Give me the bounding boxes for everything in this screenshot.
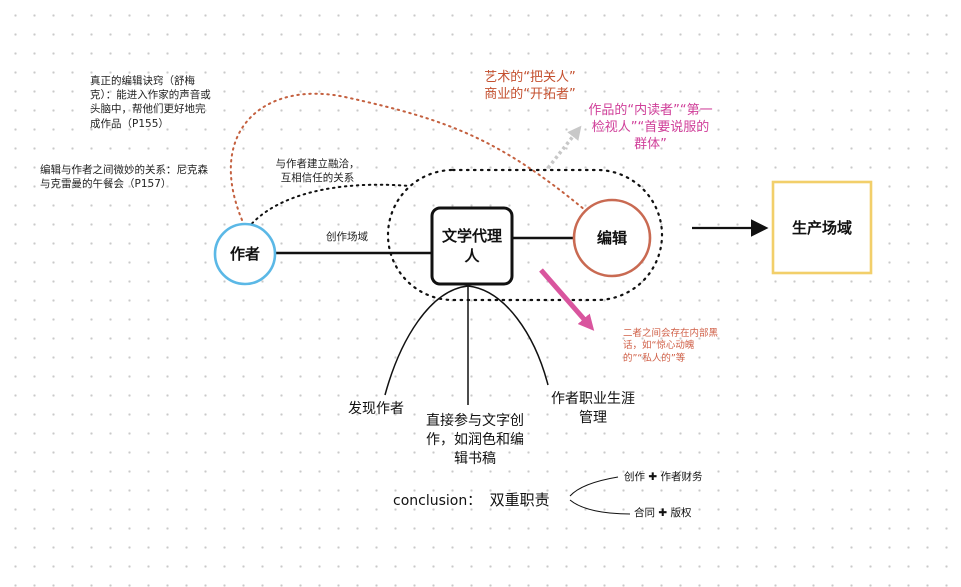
trust-relation-note: 与作者建立融洽，互相信任的关系 [275, 158, 360, 185]
role-discover: 发现作者 [348, 401, 404, 417]
gatekeeper-line2: 商业的“开拓者” [484, 86, 576, 102]
author-editor-dotted-curve [229, 92, 586, 221]
conclusion-brace-upper [569, 476, 619, 497]
creation-field-label: 创作场域 [326, 231, 368, 243]
conclusion-label: conclusion： [393, 493, 482, 509]
author-trust-dotted-curve [247, 183, 411, 229]
conclusion-item-2-b: 版权 [670, 507, 692, 519]
author-node-label: 作者 [229, 245, 260, 263]
author-node-circle [213, 222, 277, 286]
gatekeeper-line1: 艺术的“把关人” [484, 70, 576, 85]
inner-talk-note: 二者之间会存在内部黑话，如“惊心动魄的”“私人的”等 [623, 328, 719, 364]
edit-secret-note: 真正的编辑诀窍（舒梅克）：能进入作家的声音或头脑中，帮他们更好地完成作品（P15… [90, 75, 211, 130]
production-node-label: 生产场域 [791, 219, 852, 237]
gray-dotted-arrow [546, 125, 582, 170]
conclusion-item-1: 创作 ✚ 作者财务 [624, 470, 703, 484]
role-career: 作者职业生涯管理 [551, 391, 635, 426]
conclusion-item-1-a: 创作 [624, 471, 645, 483]
conclusion-item-2-a: 合同 [634, 507, 655, 519]
conclusion-row: conclusion： 双重职责 [393, 490, 550, 511]
conclusion-title: 双重职责 [489, 491, 550, 509]
conclusion-brace-lower [569, 499, 631, 515]
production-node-box [771, 180, 873, 275]
editor-node-label: 编辑 [596, 229, 627, 247]
plus-icon: ✚ [658, 507, 668, 519]
conclusion-item-2: 合同 ✚ 版权 [634, 506, 692, 520]
inner-reader-note: 作品的“内读者”“第一检视人”“首要说服的群体” [588, 103, 713, 152]
plus-icon: ✚ [648, 471, 658, 483]
agency-editor-boundary [386, 168, 664, 302]
edit-author-relation-note: 编辑与作者之间微妙的关系：尼克森与克雷曼的午餐会（P157） [40, 164, 208, 191]
branch-career [467, 285, 549, 386]
pink-arrow [539, 268, 595, 331]
agent-node-box [430, 206, 514, 286]
branch-discover [384, 285, 469, 396]
editor-node-circle [572, 198, 652, 278]
role-participate: 直接参与文字创作，如润色和编辑书稿 [426, 413, 524, 467]
gatekeeper-note: 艺术的“把关人” 商业的“开拓者” [455, 70, 605, 104]
conclusion-item-1-b: 作者财务 [660, 471, 703, 483]
agent-node-label: 文学代理人 [441, 227, 502, 266]
